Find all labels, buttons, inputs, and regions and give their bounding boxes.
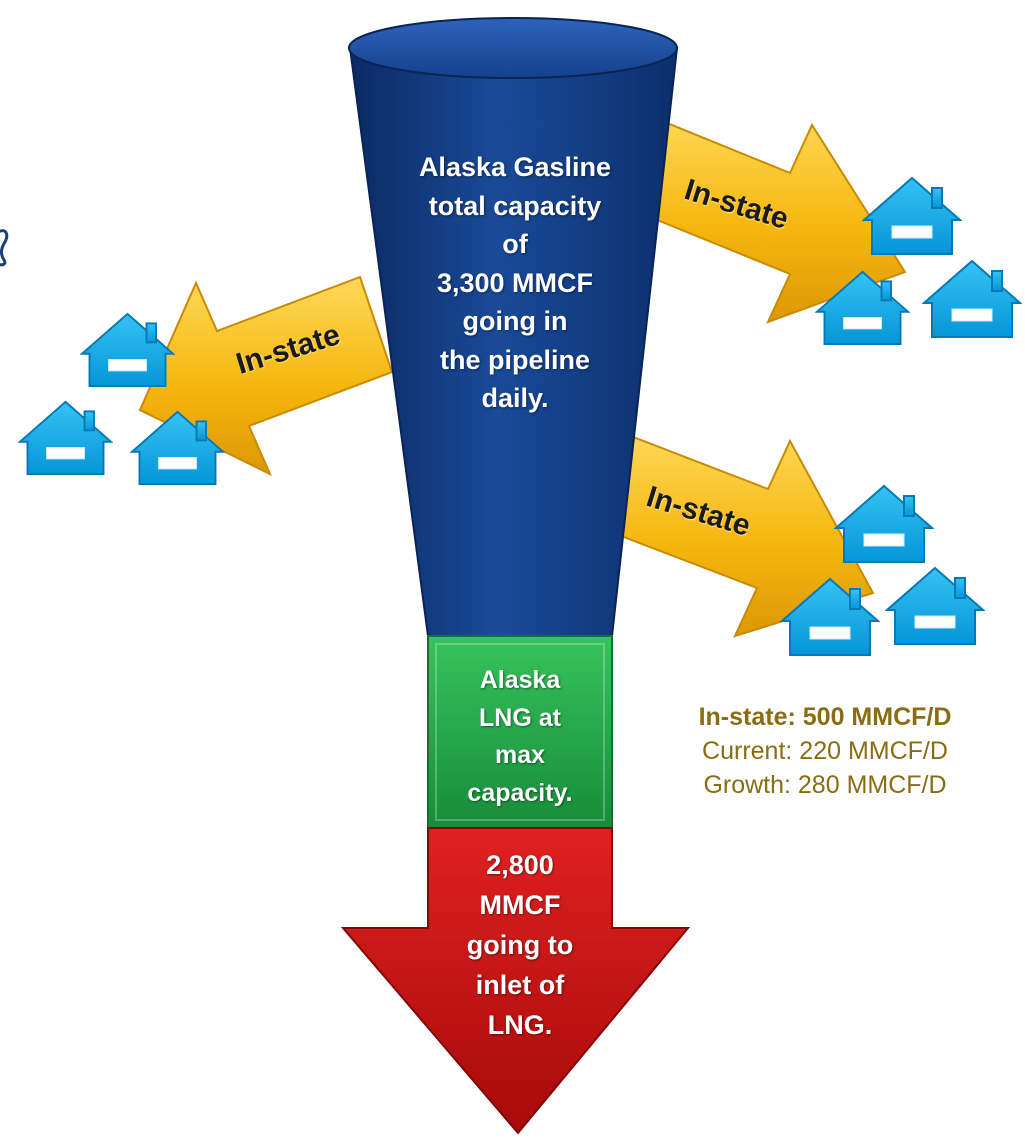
clipped-edge-glyph <box>0 229 9 267</box>
house-icon <box>835 485 933 563</box>
lng-line: Alaska <box>479 666 561 694</box>
house-icon <box>863 177 961 255</box>
in-state-total: In-state: 500 MMCF/D <box>698 703 952 731</box>
output-line: LNG. <box>487 1010 553 1040</box>
house-icon <box>18 400 113 476</box>
output-line: going to <box>466 930 574 960</box>
lng-line: max <box>494 741 546 769</box>
lng-capacity-box <box>427 635 613 829</box>
funnel-line: the pipeline <box>439 344 591 375</box>
lng-line: LNG at <box>479 703 561 732</box>
output-line: 2,800 <box>486 850 554 880</box>
funnel-line: going in <box>462 306 568 336</box>
lng-line: capacity. <box>467 778 573 807</box>
house-icon <box>80 312 175 388</box>
output-line: MMCF <box>479 890 561 920</box>
gasline-funnel <box>348 17 679 637</box>
lng-capacity-text: Alaska LNG at max capacity. <box>440 662 600 812</box>
in-state-current: Current: 220 MMCF/D <box>702 737 948 765</box>
lng-output-arrow <box>340 827 691 1135</box>
in-state-growth: Growth: 280 MMCF/D <box>703 771 947 799</box>
output-line: inlet of <box>475 970 565 1000</box>
funnel-line: daily. <box>481 383 549 413</box>
funnel-line: total capacity <box>428 190 602 221</box>
in-state-stats: In-state: 500 MMCF/D Current: 220 MMCF/D… <box>640 700 1010 802</box>
lng-output-text: 2,800 MMCF going to inlet of LNG. <box>440 845 600 1045</box>
house-icon <box>886 567 984 645</box>
funnel-line: Alaska Gasline <box>418 152 612 182</box>
house-icon <box>922 259 1022 339</box>
funnel-line: of <box>502 229 528 259</box>
funnel-capacity-text: Alaska Gasline total capacity of 3,300 M… <box>400 148 630 418</box>
funnel-line: 3,300 MMCF <box>436 267 594 298</box>
